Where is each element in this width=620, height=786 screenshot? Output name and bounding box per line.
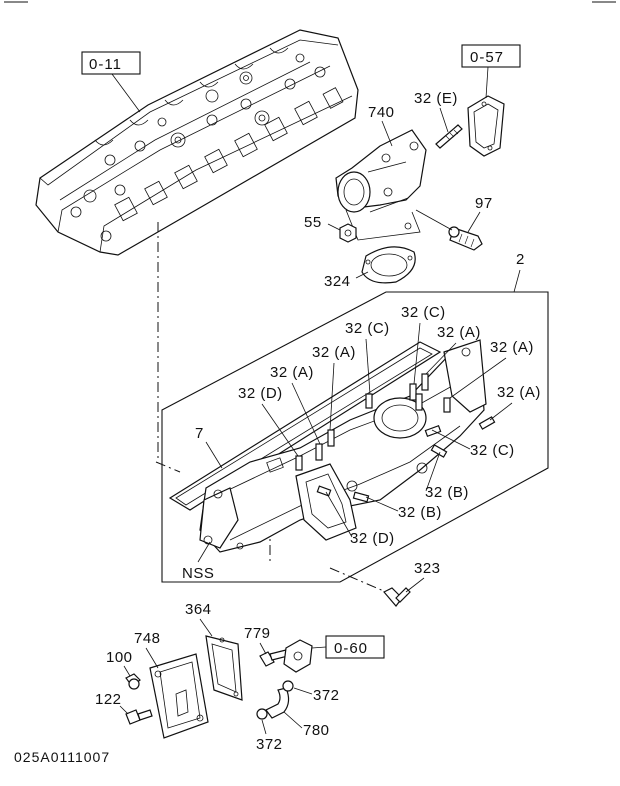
centerline-head-left-foot bbox=[155, 461, 181, 473]
label-364: 364 bbox=[185, 601, 212, 618]
egr-pipe-740 bbox=[335, 129, 427, 241]
leader-324 bbox=[355, 271, 369, 279]
leader-gasket bbox=[485, 66, 489, 99]
label-32d-2: 32 (D) bbox=[350, 530, 395, 547]
leader-100 bbox=[123, 665, 131, 677]
egr-gasket bbox=[467, 95, 505, 157]
label-779: 779 bbox=[244, 625, 271, 642]
label-32a-5: 32 (A) bbox=[497, 384, 541, 401]
cover-748 bbox=[149, 653, 209, 739]
label-122: 122 bbox=[95, 691, 122, 708]
bolt-122 bbox=[125, 709, 153, 725]
ref-label-sensor: 0-60 bbox=[334, 640, 368, 657]
label-nss: NSS bbox=[182, 565, 214, 582]
label-32b-2: 32 (B) bbox=[398, 504, 442, 521]
intake-manifold bbox=[199, 339, 487, 553]
label-780: 780 bbox=[303, 722, 330, 739]
leader-372-upper bbox=[293, 687, 313, 695]
label-32a-4: 32 (A) bbox=[270, 364, 314, 381]
leader-748 bbox=[145, 647, 159, 669]
bolt-100 bbox=[125, 673, 141, 690]
label-2: 2 bbox=[516, 251, 525, 268]
clamp-372-upper bbox=[282, 680, 294, 692]
label-324: 324 bbox=[324, 273, 351, 290]
leader-372-lower bbox=[261, 719, 267, 735]
label-32e: 32 (E) bbox=[414, 90, 458, 107]
cylinder-head bbox=[35, 29, 359, 256]
stud-leaders bbox=[261, 322, 513, 538]
label-32c-1: 32 (C) bbox=[345, 320, 390, 337]
ref-label-gasket: 0-57 bbox=[470, 49, 504, 66]
label-323: 323 bbox=[414, 560, 441, 577]
label-100: 100 bbox=[106, 649, 133, 666]
leader-nss bbox=[197, 541, 211, 563]
leader-780 bbox=[283, 711, 303, 729]
clamp-372-lower bbox=[256, 708, 268, 720]
stud-32e bbox=[435, 124, 463, 149]
leader-779 bbox=[259, 642, 267, 655]
leader-2 bbox=[513, 269, 521, 293]
label-740: 740 bbox=[368, 104, 395, 121]
label-372-lower: 372 bbox=[256, 736, 283, 753]
label-32c-3: 32 (C) bbox=[470, 442, 515, 459]
ref-box-gasket[interactable] bbox=[461, 44, 521, 68]
label-32a-1: 32 (A) bbox=[437, 324, 481, 341]
label-32a-2: 32 (A) bbox=[490, 339, 534, 356]
sensor-bracket bbox=[283, 639, 313, 673]
ref-label-cylinder-head: 0-11 bbox=[89, 56, 122, 73]
label-97: 97 bbox=[475, 195, 493, 212]
label-7: 7 bbox=[195, 425, 204, 442]
gasket-364 bbox=[205, 635, 243, 701]
leader-7 bbox=[205, 441, 223, 469]
label-32d-1: 32 (D) bbox=[238, 385, 283, 402]
bolt-323 bbox=[383, 587, 411, 607]
label-55: 55 bbox=[304, 214, 322, 231]
label-32c-2: 32 (C) bbox=[401, 304, 446, 321]
ref-box-cylinder-head[interactable] bbox=[81, 51, 141, 75]
leader-cylinder-head bbox=[111, 73, 141, 113]
leader-364 bbox=[199, 618, 213, 637]
label-32b-1: 32 (B) bbox=[425, 484, 469, 501]
assembly-boundary-2 bbox=[161, 291, 549, 583]
nut-55 bbox=[339, 223, 357, 243]
label-372-upper: 372 bbox=[313, 687, 340, 704]
leader-323 bbox=[405, 577, 425, 593]
leader-97 bbox=[467, 211, 481, 233]
hose-780 bbox=[265, 687, 290, 719]
label-748: 748 bbox=[134, 630, 161, 647]
leader-55 bbox=[327, 223, 341, 231]
studs bbox=[295, 373, 496, 503]
manifold-gasket-7 bbox=[168, 341, 442, 511]
leader-97-mount bbox=[415, 209, 453, 231]
leader-32e bbox=[439, 107, 449, 133]
sensor-97 bbox=[448, 226, 483, 251]
label-32a-3: 32 (A) bbox=[312, 344, 356, 361]
leader-122 bbox=[119, 705, 129, 715]
drawing-code: 025A0111007 bbox=[14, 749, 110, 765]
gasket-324 bbox=[361, 246, 416, 284]
leader-740 bbox=[381, 120, 393, 147]
leader-sensor-ref bbox=[311, 646, 327, 649]
